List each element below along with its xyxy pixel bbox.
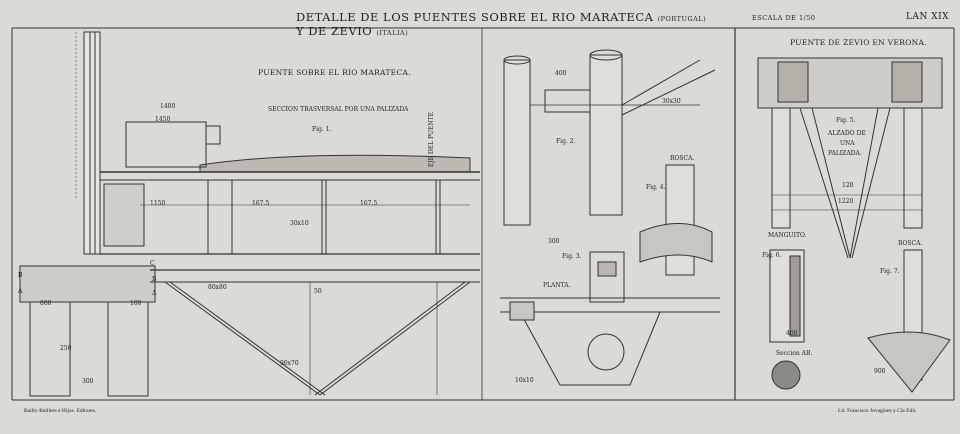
mid-dim-400: 400 bbox=[555, 70, 567, 77]
fig4-screw-shaft bbox=[665, 164, 695, 276]
fig7-screw bbox=[867, 331, 951, 393]
brace-left2 bbox=[169, 281, 326, 396]
fig2-pile-left-top bbox=[503, 55, 531, 65]
fig1-label: Fig. 1. bbox=[312, 126, 332, 133]
fig5-brace-right2 bbox=[849, 107, 879, 259]
fig6-label: Fig. 6. bbox=[762, 252, 782, 259]
brace-right2 bbox=[314, 281, 466, 396]
left-panel-title: PUENTE SOBRE EL RIO MARATECA. bbox=[258, 68, 411, 77]
fig3-plan-circle bbox=[587, 333, 625, 371]
fig5-pile-left bbox=[771, 107, 791, 229]
seccion-label: Seccion AB. bbox=[776, 350, 813, 357]
plate-number: LAN XIX bbox=[906, 12, 950, 22]
right-dim-120: 120 bbox=[842, 182, 854, 189]
fig5-pile-right bbox=[903, 107, 923, 229]
manguito-label: MANGUITO. bbox=[768, 232, 807, 239]
dim-250: 250 bbox=[60, 345, 72, 352]
fig3-plan-bracket bbox=[519, 311, 661, 386]
small-box bbox=[205, 125, 221, 145]
pile-cap bbox=[19, 265, 156, 303]
left-panel-subtitle: SECCION TRASVERSAL POR UNA PALIZADA bbox=[268, 106, 409, 113]
dim-167-b: 167.5 bbox=[360, 200, 378, 207]
fig3-label: Fig. 3. bbox=[562, 253, 582, 260]
right-dim-400: 400 bbox=[786, 330, 798, 337]
label-b-left: B bbox=[18, 272, 23, 279]
dim-50: 50 bbox=[314, 288, 322, 295]
right-panel-title: PUENTE DE ZEVIO EN VERONA. bbox=[790, 38, 927, 47]
alzado-line3: PALIZADA. bbox=[828, 150, 862, 157]
dim-90x70: 90x70 bbox=[280, 360, 299, 367]
dim-300: 300 bbox=[82, 378, 94, 385]
title-italia: (ITALIA) bbox=[376, 29, 409, 37]
right-dim-1220: 1220 bbox=[838, 198, 854, 205]
fig6-bolts bbox=[789, 255, 801, 337]
title-portugal: (PORTUGAL) bbox=[657, 15, 707, 23]
fig4-label: Fig. 4. bbox=[646, 184, 666, 191]
pile-left bbox=[29, 301, 71, 397]
axis-label: EJE DEL PUENTE bbox=[428, 112, 435, 168]
fig5-brace-right bbox=[851, 107, 891, 259]
mid-dim-300: 300 bbox=[548, 238, 560, 245]
fig2-clamp bbox=[544, 89, 591, 113]
scale-label: ESCALA DE 1/50 bbox=[752, 14, 816, 22]
dim-1400: 1400 bbox=[160, 103, 176, 110]
label-b-right: B bbox=[152, 276, 157, 283]
label-a-left: A bbox=[18, 288, 23, 295]
fig2-pile-mid-top bbox=[589, 49, 623, 61]
fig3-plan-square bbox=[509, 301, 535, 321]
fig5-bracket-left bbox=[777, 61, 809, 103]
fig4-screw-blade bbox=[639, 223, 713, 263]
alzado-line2: UNA bbox=[840, 140, 855, 147]
dim-80x80: 80x80 bbox=[208, 284, 227, 291]
fig2-brace2 bbox=[621, 69, 716, 116]
mid-dim-10x10: 10x10 bbox=[515, 377, 534, 384]
mid-dim-30x30: 30x30 bbox=[662, 98, 681, 105]
road-surface bbox=[199, 154, 471, 173]
tall-post bbox=[83, 31, 101, 255]
pile-right bbox=[107, 301, 149, 397]
fig2-label: Fig. 2. bbox=[556, 138, 576, 145]
label-a-right: A bbox=[152, 290, 157, 297]
fig5-brace-left bbox=[799, 107, 849, 259]
brace-right bbox=[319, 281, 471, 396]
fig2-pile-left bbox=[503, 59, 531, 226]
fig3-plan-inner bbox=[597, 261, 617, 277]
upper-box bbox=[125, 121, 207, 168]
dim-180: 180 bbox=[130, 300, 142, 307]
dim-800: 800 bbox=[40, 300, 52, 307]
fig2-brace bbox=[621, 59, 701, 106]
rosca-label-middle: ROSCA. bbox=[670, 155, 695, 162]
dim-167-a: 167.5 bbox=[252, 200, 270, 207]
dim-30x10: 30x10 bbox=[290, 220, 309, 227]
fig5-label: Fig. 5. bbox=[836, 117, 856, 124]
fig2-pile-mid bbox=[589, 54, 623, 216]
publisher-left: Bailly-Baillere é Hijos. Editores. bbox=[24, 408, 97, 414]
title-main: DETALLE DE LOS PUENTES SOBRE EL RIO MARA… bbox=[296, 10, 654, 24]
fig6-section bbox=[771, 360, 801, 390]
deck-box bbox=[103, 183, 145, 247]
brace-left bbox=[164, 281, 321, 396]
printer-right: Lit. Francisco Jovagines y Cía Edit. bbox=[838, 408, 917, 414]
planta-label: PLANTA. bbox=[543, 282, 571, 289]
fig5-brace-left2 bbox=[811, 107, 851, 259]
right-dim-900: 900 bbox=[874, 368, 886, 375]
label-c-left: C bbox=[150, 260, 155, 267]
rosca-label-right: ROSCA. bbox=[898, 240, 923, 247]
fig7-label: Fig. 7. bbox=[880, 268, 900, 275]
alzado-line1: ALZADO DE bbox=[828, 130, 866, 137]
dim-1450: 1450 bbox=[155, 116, 171, 123]
dim-1150: 1150 bbox=[150, 200, 166, 207]
fig3-plan-box bbox=[589, 251, 625, 303]
fig5-bracket-right bbox=[891, 61, 923, 103]
